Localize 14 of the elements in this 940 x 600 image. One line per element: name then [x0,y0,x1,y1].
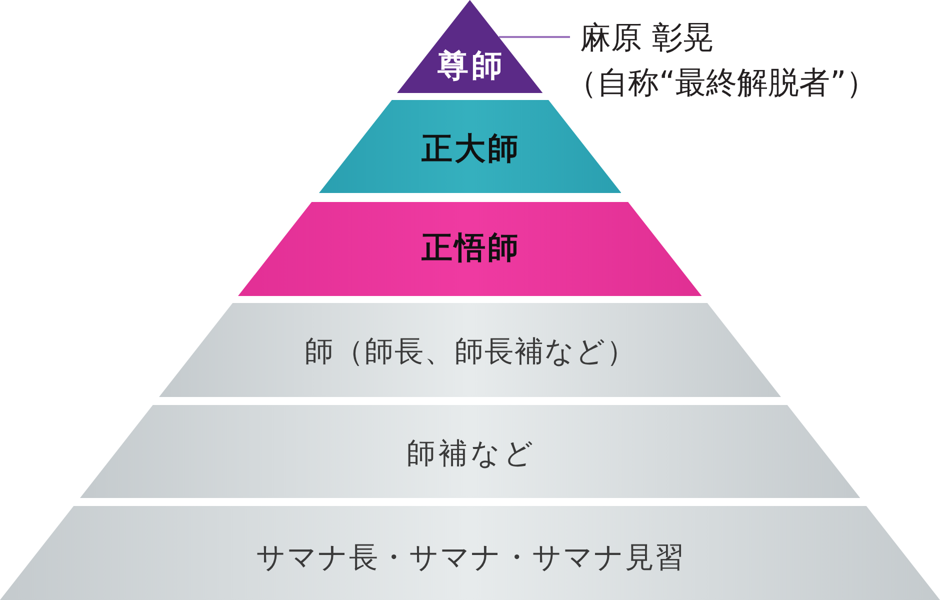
tier-label: 正大師 [421,132,520,168]
pyramid-tier [318,100,622,193]
tier-label: 尊師 [437,49,506,85]
pyramid-tier [397,0,543,93]
pyramid-tier [0,506,940,600]
pyramid-tier [159,303,781,397]
callout-text: 麻原 彰晃 （自称“最終解脱者”） [570,16,878,106]
tier-label: 師補など [406,437,536,471]
tier-label: 師（師長、師長補など） [304,335,636,369]
pyramid-tier [80,405,860,498]
pyramid-tier [238,202,702,296]
leader-line [498,36,570,38]
tier-label: サマナ長・サマナ・サマナ見習 [256,541,685,575]
tier-label: 正悟師 [421,231,520,267]
